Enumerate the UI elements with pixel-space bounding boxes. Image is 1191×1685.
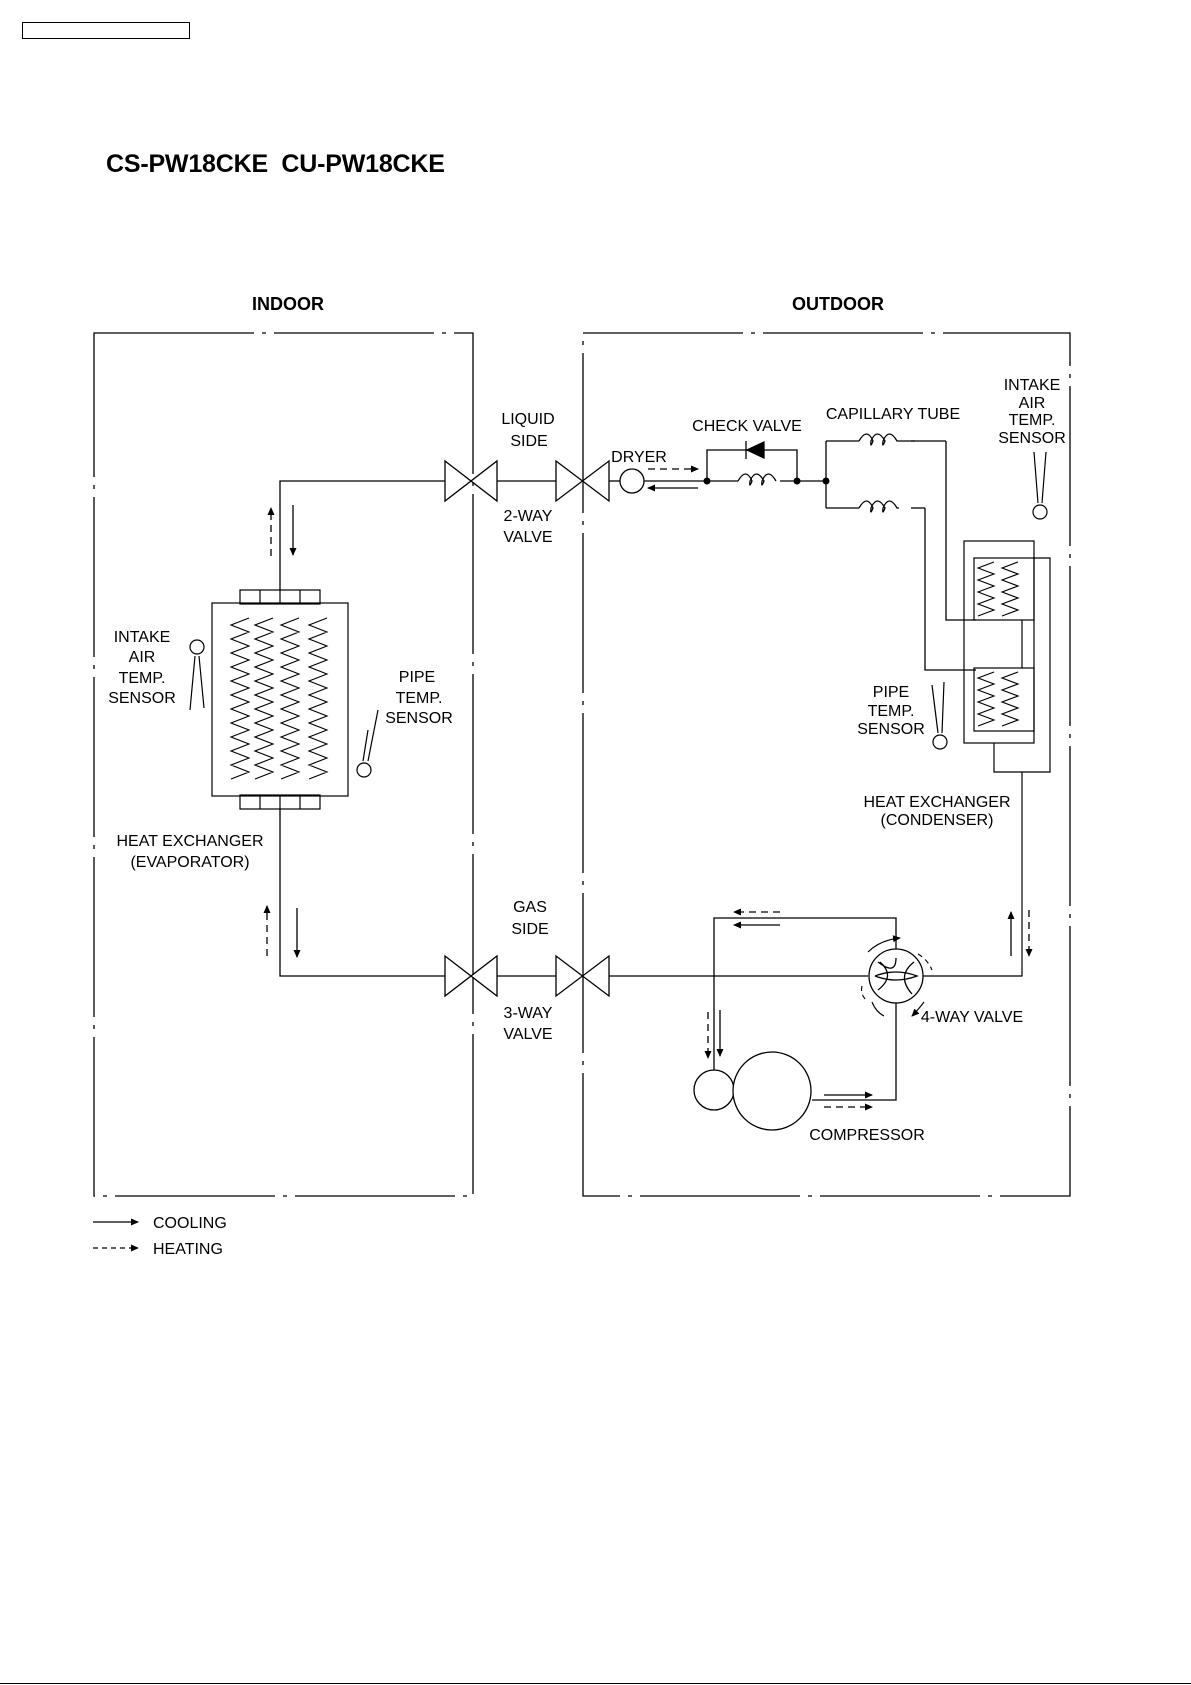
outdoor-pipe-label-3: SENSOR [857, 721, 925, 738]
zigzag-tube [1002, 672, 1018, 726]
zigzag-tube [309, 618, 327, 779]
evaporator-label-2: (EVAPORATOR) [130, 854, 249, 871]
outdoor-intake-label-1: INTAKE [1004, 377, 1061, 394]
outdoor-intake-sensor [1033, 452, 1047, 519]
outdoor-intake-label-2: AIR [1019, 395, 1046, 412]
indoor-intake-label-3: TEMP. [119, 670, 166, 687]
check-valve [746, 441, 764, 459]
zigzag-tube [978, 562, 994, 616]
indoor-intake-label-4: SENSOR [108, 690, 176, 707]
outdoor-intake-label-3: TEMP. [1009, 412, 1056, 429]
outdoor-pipe-label-2: TEMP. [868, 703, 915, 720]
indoor-pipe-sensor [357, 710, 378, 777]
outdoor-pipe-label-1: PIPE [873, 684, 909, 701]
indoor-pipe-label-2: TEMP. [396, 690, 443, 707]
indoor-intake-sensor [190, 640, 204, 710]
condenser-label-1: HEAT EXCHANGER [864, 794, 1011, 811]
four-way-valve [869, 949, 923, 1003]
dryer-label: DRYER [611, 449, 667, 466]
compressor-label: COMPRESSOR [809, 1127, 925, 1144]
outdoor-intake-label-4: SENSOR [998, 430, 1066, 447]
zigzag-tube [231, 618, 249, 779]
four-way-valve-label: 4-WAY VALVE [921, 1009, 1023, 1026]
condenser-tubes [978, 562, 1018, 726]
dryer-flow-arrows [648, 469, 698, 488]
three-way-valve-label-1: 3-WAY [504, 1005, 553, 1022]
capillary-to-condenser [925, 441, 976, 670]
indoor-heading: INDOOR [252, 294, 324, 314]
zigzag-tube [978, 672, 994, 726]
zigzag-tube [281, 618, 299, 779]
liquid-side-label-2: SIDE [510, 433, 547, 450]
evaporator-coil [212, 590, 348, 809]
outdoor-pipe-sensor [932, 682, 947, 749]
indoor-pipe-label-3: SENSOR [385, 710, 453, 727]
evaporator-tubes [231, 618, 327, 779]
zigzag-tube [255, 618, 273, 779]
legend-heating-label: HEATING [153, 1241, 223, 1258]
dryer [620, 469, 644, 493]
condenser-coil [905, 541, 1050, 976]
two-way-valve-label-1: 2-WAY [504, 508, 553, 525]
condenser-flow-arrows [1011, 910, 1029, 956]
two-way-valve-label-2: VALVE [503, 529, 552, 546]
gas-side-label-1: GAS [513, 899, 547, 916]
evaporator-label-1: HEAT EXCHANGER [117, 833, 264, 850]
legend-cooling-label: COOLING [153, 1215, 227, 1232]
compressor [694, 1052, 811, 1130]
zigzag-tube [1002, 562, 1018, 616]
footer-rule [0, 1683, 1191, 1684]
three-way-valve-label-2: VALVE [503, 1026, 552, 1043]
condenser-label-2: (CONDENSER) [881, 812, 994, 829]
liquid-side-label-1: LIQUID [501, 411, 554, 428]
check-valve-label: CHECK VALVE [692, 418, 802, 435]
capillary-tube-coil-lower [859, 501, 899, 512]
indoor-intake-label-2: AIR [129, 649, 156, 666]
indoor-pipe-label-1: PIPE [399, 669, 435, 686]
gas-side-label-2: SIDE [511, 921, 548, 938]
outdoor-heading: OUTDOOR [792, 294, 884, 314]
indoor-intake-label-1: INTAKE [114, 629, 171, 646]
check-valve-coil [738, 474, 776, 485]
legend [93, 1222, 138, 1248]
capillary-tube-coil-upper [859, 434, 915, 445]
capillary-tube-label: CAPILLARY TUBE [826, 406, 960, 423]
